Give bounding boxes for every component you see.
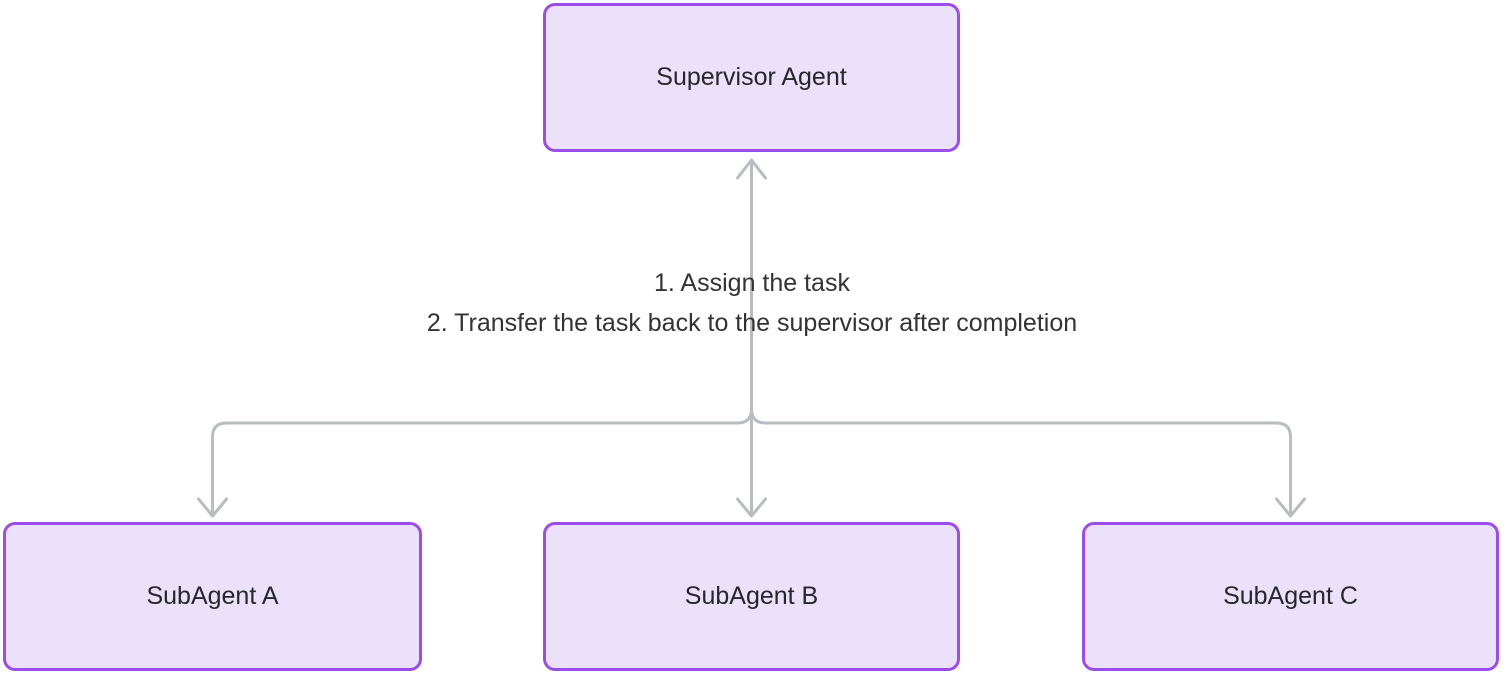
node-subagent-a-label: SubAgent A — [146, 582, 279, 610]
arrowhead-down-subagent-a-icon — [197, 497, 228, 518]
arrowhead-up-supervisor-icon — [736, 158, 767, 180]
node-subagent-c-label: SubAgent C — [1223, 582, 1358, 610]
node-subagent-c: SubAgent C — [1082, 522, 1499, 671]
edge-supervisor-to-subagent-c — [750, 407, 1292, 516]
edge-label-line-1: 1. Assign the task — [654, 269, 850, 297]
node-subagent-b-label: SubAgent B — [684, 582, 819, 610]
arrowhead-down-subagent-b-icon — [736, 497, 767, 518]
node-subagent-a: SubAgent A — [3, 522, 422, 671]
edge-supervisor-to-subagent-a — [211, 407, 753, 516]
edge-label-line-2: 2. Transfer the task back to the supervi… — [426, 309, 1078, 337]
node-supervisor-agent-label: Supervisor Agent — [656, 63, 847, 91]
arrowhead-down-subagent-c-icon — [1275, 497, 1306, 518]
node-supervisor-agent: Supervisor Agent — [543, 3, 960, 152]
node-subagent-b: SubAgent B — [543, 522, 960, 671]
edge-label: 1. Assign the task 2. Transfer the task … — [302, 263, 1202, 343]
